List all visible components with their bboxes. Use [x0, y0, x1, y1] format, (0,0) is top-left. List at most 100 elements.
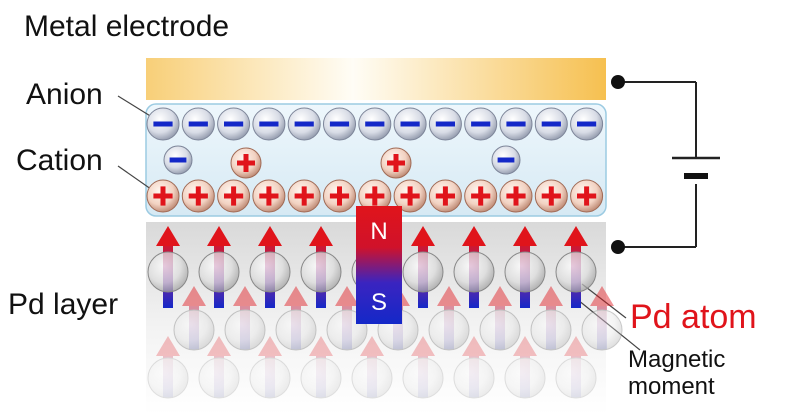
pd-atom-label: Pd atom: [630, 298, 757, 336]
pd-atom: [402, 336, 444, 399]
minus-sign: [497, 157, 515, 163]
plus-vertical: [548, 186, 554, 206]
cation-ion: [146, 179, 180, 213]
pd-atom: [147, 336, 189, 399]
pd-sphere: [198, 251, 240, 293]
cation-ion: [380, 147, 412, 179]
magnetic-moment-arrowhead: [309, 336, 333, 356]
magnetic-moment-arrowhead: [156, 226, 180, 246]
magnetic-moment-arrowhead: [539, 286, 563, 306]
magnetic-moment-arrowhead: [284, 286, 308, 306]
magnetic-moment-arrowhead: [309, 226, 333, 246]
cation-ion: [230, 147, 262, 179]
plus-vertical: [301, 186, 307, 206]
cation-ion: [499, 179, 533, 213]
magnetic-moment-arrowhead: [156, 336, 180, 356]
anion-ion: [323, 107, 356, 141]
pd-atom: [453, 226, 495, 308]
pd-sphere: [530, 309, 572, 351]
magnetic-moment-arrowhead: [182, 286, 206, 306]
pd-atom: [224, 286, 266, 351]
anion-ion: [163, 145, 193, 175]
anion-ion: [393, 107, 427, 141]
anion-ion: [428, 107, 462, 141]
magnetic-moment-arrowhead: [437, 286, 461, 306]
plus-vertical: [372, 186, 378, 206]
pd-sphere: [504, 251, 546, 293]
magnetic-moment-arrowhead: [258, 336, 282, 356]
anion-ion: [181, 107, 215, 141]
minus-sign: [294, 121, 314, 127]
pd-sphere: [453, 357, 495, 399]
pd-sphere: [249, 251, 291, 293]
pd-sphere: [555, 251, 597, 293]
pd-sphere: [581, 309, 623, 351]
minus-sign: [188, 121, 208, 127]
circuit: [620, 81, 697, 248]
minus-sign: [259, 121, 279, 127]
plus-vertical: [195, 186, 201, 206]
bar-magnet: [356, 206, 402, 324]
pd-sphere: [479, 309, 521, 351]
pd-sphere: [555, 357, 597, 399]
anion-ion: [570, 107, 604, 141]
anion-row: [146, 107, 604, 141]
floating-ions: [163, 145, 521, 179]
magnetic-moment-arrowhead: [360, 336, 384, 356]
pd-atom: [275, 286, 317, 351]
plus-vertical: [231, 186, 237, 206]
pd-atom: [581, 286, 623, 351]
magnetic-moment-arrowhead: [564, 226, 588, 246]
bottom-terminal: [611, 240, 625, 254]
magnetic-moment-arrowhead: [513, 336, 537, 356]
magnetic-moment-arrowhead: [513, 226, 537, 246]
anion-ion: [287, 107, 321, 141]
minus-sign: [577, 121, 597, 127]
minus-sign: [169, 157, 187, 163]
pd-sphere: [198, 357, 240, 399]
plus-vertical: [442, 186, 448, 206]
pd-atom: [249, 226, 291, 308]
cation-ion: [393, 179, 427, 213]
pd-atom: [504, 336, 546, 399]
cation-ion: [323, 179, 356, 213]
pd-atom: [530, 286, 572, 351]
pd-atom: [555, 336, 597, 399]
minus-sign: [153, 121, 173, 127]
minus-sign: [224, 121, 244, 127]
plus-vertical: [337, 186, 342, 206]
pd-sphere: [402, 251, 444, 293]
plus-vertical: [407, 186, 413, 206]
anion-ion: [358, 107, 392, 141]
magnetic-moment-arrowhead: [462, 336, 486, 356]
plus-vertical: [266, 186, 272, 206]
anion-label: Anion: [26, 78, 103, 111]
pd-sphere: [428, 309, 470, 351]
pd-atom: [402, 226, 444, 308]
pd-sphere: [300, 251, 342, 293]
plus-vertical: [160, 186, 166, 206]
minus-sign: [506, 121, 526, 127]
metal-electrode-label: Metal electrode: [24, 10, 230, 43]
pd-atom: [198, 336, 240, 399]
pd-sphere: [224, 309, 266, 351]
cation-label: Cation: [16, 144, 103, 177]
pd-layer-label: Pd layer: [8, 288, 119, 321]
pd-atom: [198, 226, 240, 308]
magnetic-moment-label: Magnetic moment: [628, 346, 725, 400]
pd-atom: [351, 336, 393, 399]
minus-sign: [400, 121, 420, 127]
pd-sphere: [249, 357, 291, 399]
cation-ion: [217, 179, 251, 213]
magnetic-moment-arrowhead: [411, 226, 435, 246]
pd-sphere: [300, 357, 342, 399]
pd-atom: [173, 286, 215, 351]
pd-atom: [479, 286, 521, 351]
cation-ion: [464, 179, 498, 213]
anion-ion: [534, 107, 568, 141]
magnetic-moment-arrowhead: [462, 226, 486, 246]
cation-ion: [534, 179, 568, 213]
pd-sphere: [147, 251, 189, 293]
minus-sign: [471, 121, 491, 127]
